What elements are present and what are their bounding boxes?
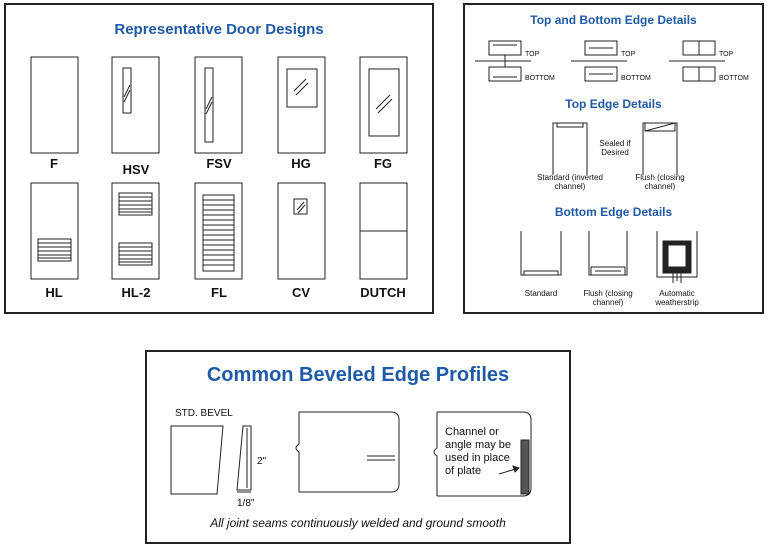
beveled-edge-title: Common Beveled Edge Profiles (206, 364, 510, 386)
top-label-3: TOP (719, 51, 734, 58)
bottom-flush-caption: Flush (closing channel) (583, 289, 633, 307)
bottom-label-2: BOTTOM (621, 75, 651, 82)
bottom-edge-flush (588, 231, 628, 276)
bevel-footer: All joint seams continuously welded and … (210, 516, 506, 530)
door-label-dutch: DUTCH (360, 285, 406, 300)
door-hg (277, 56, 326, 154)
top-flush-caption: Flush (closing channel) (635, 173, 685, 191)
plate-profile (433, 411, 532, 497)
top-standard-caption: Standard (inverted channel) (537, 173, 603, 191)
door-fsv (194, 56, 243, 154)
door-label-fsv: FSV (206, 156, 232, 171)
edge-profile-1 (475, 40, 531, 82)
edge-profile-3 (669, 40, 725, 82)
door-label-hl-2: HL-2 (121, 285, 151, 300)
bottom-auto-caption: Automatic weatherstrip (655, 289, 699, 307)
bottom-edge-standard (520, 231, 562, 276)
door-designs-panel: Representative Door Designs (4, 3, 434, 314)
door-label-cv: CV (291, 285, 311, 300)
sealed-note: Sealed if Desired (599, 139, 631, 157)
door-designs-drawing (30, 56, 408, 280)
top-edge-flush (642, 122, 678, 175)
top-edge-standard (552, 122, 588, 175)
door-fg (359, 56, 408, 154)
door-f (30, 56, 79, 154)
top-label-2: TOP (621, 51, 636, 58)
bottom-label-3: BOTTOM (719, 75, 749, 82)
edge-profile-2 (571, 40, 627, 82)
door-label-hg: HG (291, 156, 311, 171)
door-label-f: F (50, 156, 58, 171)
door-dutch (359, 182, 408, 280)
door-fl (194, 182, 243, 280)
door-designs-title: Representative Door Designs (114, 21, 324, 38)
door-hsv (111, 56, 160, 154)
top-bottom-edge-title: Top and Bottom Edge Details (530, 13, 697, 27)
bottom-edge-automatic-weatherstrip (656, 231, 698, 283)
bottom-edge-title: Bottom Edge Details (554, 205, 673, 219)
door-label-fg: FG (373, 156, 393, 171)
channel-profile (295, 411, 400, 493)
door-label-hsv: HSV (122, 162, 150, 177)
channel-note: Channel or angle may be used in place of… (445, 426, 512, 477)
bottom-standard-caption: Standard (524, 289, 558, 298)
dimension-1-8-inch: 1/8" (237, 498, 255, 509)
dimension-2-inch: 2" (257, 456, 267, 467)
bottom-label-1: BOTTOM (525, 75, 555, 82)
beveled-edge-drawing (170, 411, 532, 497)
door-label-fl: FL (211, 285, 227, 300)
bevel-dimension (236, 425, 252, 493)
door-hl-2 (111, 182, 160, 280)
door-hl (30, 182, 79, 280)
door-cv (277, 182, 326, 280)
std-bevel-profile (170, 425, 224, 495)
edge-details-drawing (475, 40, 725, 283)
door-label-hl: HL (45, 285, 63, 300)
top-edge-title: Top Edge Details (565, 97, 662, 111)
beveled-edge-panel: Common Beveled Edge Profiles (145, 350, 571, 544)
top-label-1: TOP (525, 51, 540, 58)
std-bevel-label: STD. BEVEL (175, 408, 233, 419)
edge-details-panel: Top and Bottom Edge Details (463, 3, 764, 314)
